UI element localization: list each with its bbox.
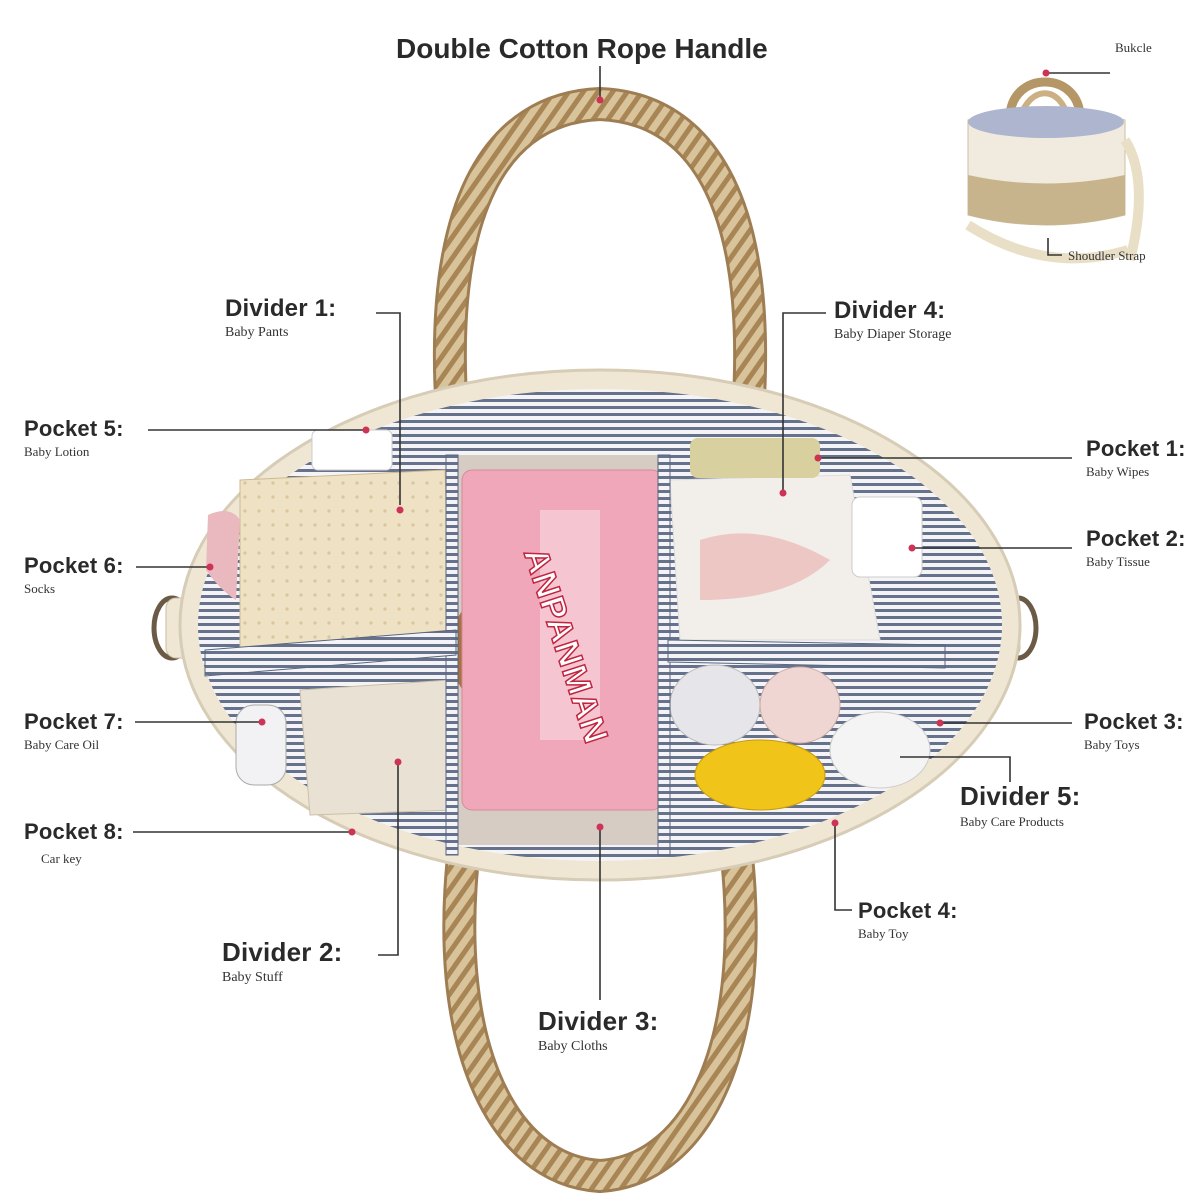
pocket5-label: Pocket 5: Baby Lotion <box>24 416 124 460</box>
baby-bottle-1 <box>669 664 761 746</box>
pocket1-title: Pocket 1: <box>1086 436 1186 461</box>
divider1-title: Divider 1: <box>225 295 337 322</box>
bottom-rope-handle <box>442 823 758 1194</box>
baby-bottle-2 <box>759 666 841 744</box>
knit-pants <box>239 469 451 651</box>
divider2-label: Divider 2: Baby Stuff <box>222 937 343 986</box>
leader-lines <box>133 66 1110 1000</box>
divider4-title: Divider 4: <box>834 297 946 324</box>
divider3-label: Divider 3: Baby Cloths <box>538 1006 659 1055</box>
lotion-bottle <box>311 429 393 471</box>
divider1-label: Divider 1: Baby Pants <box>225 295 336 341</box>
pocket1-sub: Baby Wipes <box>1086 464 1150 479</box>
diagram-title: Double Cotton Rope Handle <box>396 33 768 64</box>
divider4-label: Divider 4: Baby Diaper Storage <box>834 297 951 343</box>
pocket4-sub: Baby Toy <box>858 926 909 941</box>
pocket8-label: Pocket 8: Car key <box>24 819 124 867</box>
inset-buckle-label: Bukcle <box>1115 40 1152 55</box>
pocket4-title: Pocket 4: <box>858 898 958 923</box>
pocket3-title: Pocket 3: <box>1084 709 1184 734</box>
oil-bottle <box>235 704 287 786</box>
yellow-toy <box>694 739 826 811</box>
pocket6-title: Pocket 6: <box>24 553 124 578</box>
divider4-sub: Baby Diaper Storage <box>834 327 952 342</box>
pink-socks <box>206 511 240 600</box>
pocket7-label: Pocket 7: Baby Care Oil <box>24 709 124 753</box>
divider1-sub: Baby Pants <box>225 325 289 340</box>
pocket1-label: Pocket 1: Baby Wipes <box>1086 436 1186 480</box>
divider3-title: Divider 3: <box>538 1006 659 1036</box>
pocket6-sub: Socks <box>24 581 56 596</box>
pocket4-label: Pocket 4: Baby Toy <box>858 898 958 942</box>
inset-strap-label: Shoudler Strap <box>1068 248 1146 263</box>
pocket2-title: Pocket 2: <box>1086 526 1186 551</box>
inset-basket <box>965 77 1144 264</box>
pointer-dots <box>206 69 1050 836</box>
pocket2-sub: Baby Tissue <box>1086 554 1150 569</box>
pocket8-title: Pocket 8: <box>24 819 124 844</box>
divider5-label: Divider 5: Baby Care Products <box>960 781 1081 830</box>
divider3-sub: Baby Cloths <box>538 1039 608 1054</box>
divider5-title: Divider 5: <box>960 781 1081 811</box>
folded-clothes <box>299 679 456 816</box>
pocket2-label: Pocket 2: Baby Tissue <box>1086 526 1186 570</box>
pocket3-label: Pocket 3: Baby Toys <box>1084 709 1184 753</box>
divider2-title: Divider 2: <box>222 937 343 967</box>
top-rope-handle <box>432 86 768 467</box>
pocket3-sub: Baby Toys <box>1084 737 1140 752</box>
divider2-sub: Baby Stuff <box>222 970 283 985</box>
pocket6-label: Pocket 6: Socks <box>24 553 124 597</box>
divider5-sub: Baby Care Products <box>960 814 1064 829</box>
pocket8-sub: Car key <box>41 851 82 866</box>
pocket5-title: Pocket 5: <box>24 416 124 441</box>
pocket7-title: Pocket 7: <box>24 709 124 734</box>
tissue-box <box>851 496 923 578</box>
divider-panels <box>204 454 946 856</box>
pocket7-sub: Baby Care Oil <box>24 737 100 752</box>
pocket5-sub: Baby Lotion <box>24 444 90 459</box>
